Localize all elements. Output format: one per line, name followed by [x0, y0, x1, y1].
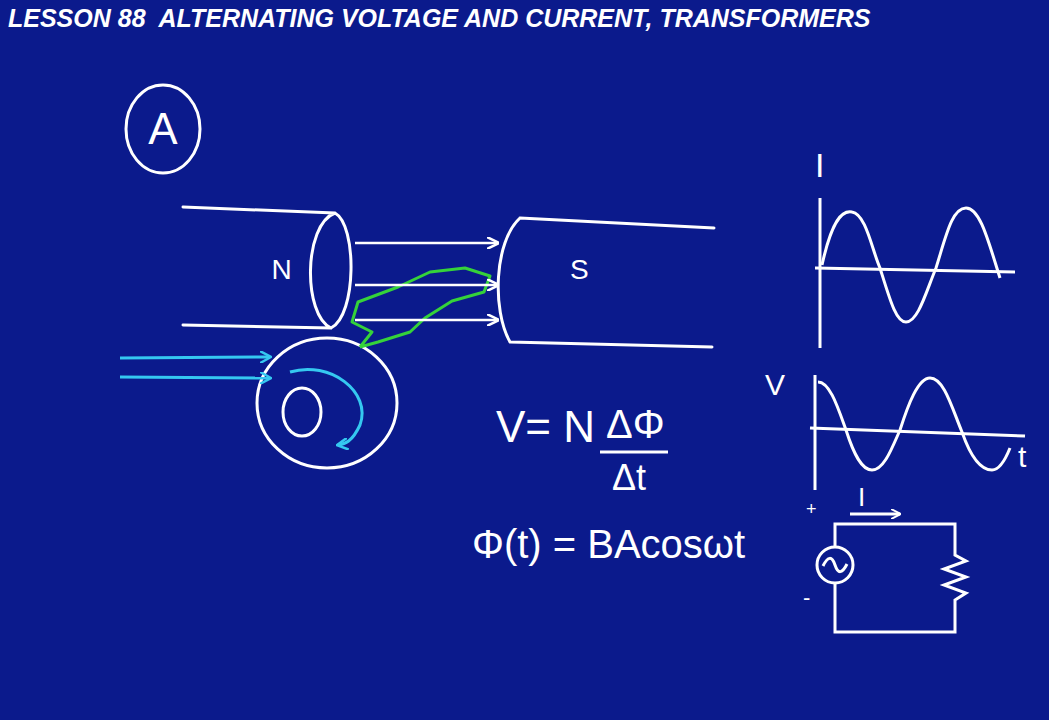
- node-label: N: [271, 256, 291, 284]
- polarity-mark: +: [806, 500, 817, 518]
- current-label: I: [858, 484, 865, 510]
- node-label: S: [570, 256, 589, 284]
- ac-circuit: [817, 514, 966, 632]
- wire-loop: [352, 268, 490, 347]
- lesson-title: LESSON 88 ALTERNATING VOLTAGE AND CURREN…: [8, 6, 871, 31]
- equation-part: Δt: [612, 460, 646, 496]
- field-line: [355, 319, 498, 322]
- axis-label: t: [1018, 442, 1026, 472]
- drive-arrows: [120, 357, 270, 378]
- axis-label: V: [765, 370, 785, 400]
- axis-label: I: [815, 148, 824, 182]
- circled-letter: A: [124, 83, 202, 175]
- node-label: A: [148, 107, 177, 151]
- fraction-bar: [600, 451, 668, 454]
- field-line: [355, 242, 498, 245]
- flux-equation: Φ(t) = BAcosωt: [472, 524, 745, 564]
- field-line: [355, 284, 498, 287]
- magnet-south: S: [498, 212, 718, 350]
- magnet-north-outline: [180, 200, 355, 335]
- magnet-north: N: [180, 200, 355, 335]
- equation-part: ΔΦ: [606, 404, 665, 444]
- polarity-mark: -: [803, 587, 810, 609]
- generator-coil: [257, 338, 397, 468]
- equation-part: V= N: [496, 405, 595, 449]
- current-graph: [815, 198, 1015, 348]
- magnet-south-outline: [498, 212, 718, 350]
- voltage-graph: [810, 375, 1025, 490]
